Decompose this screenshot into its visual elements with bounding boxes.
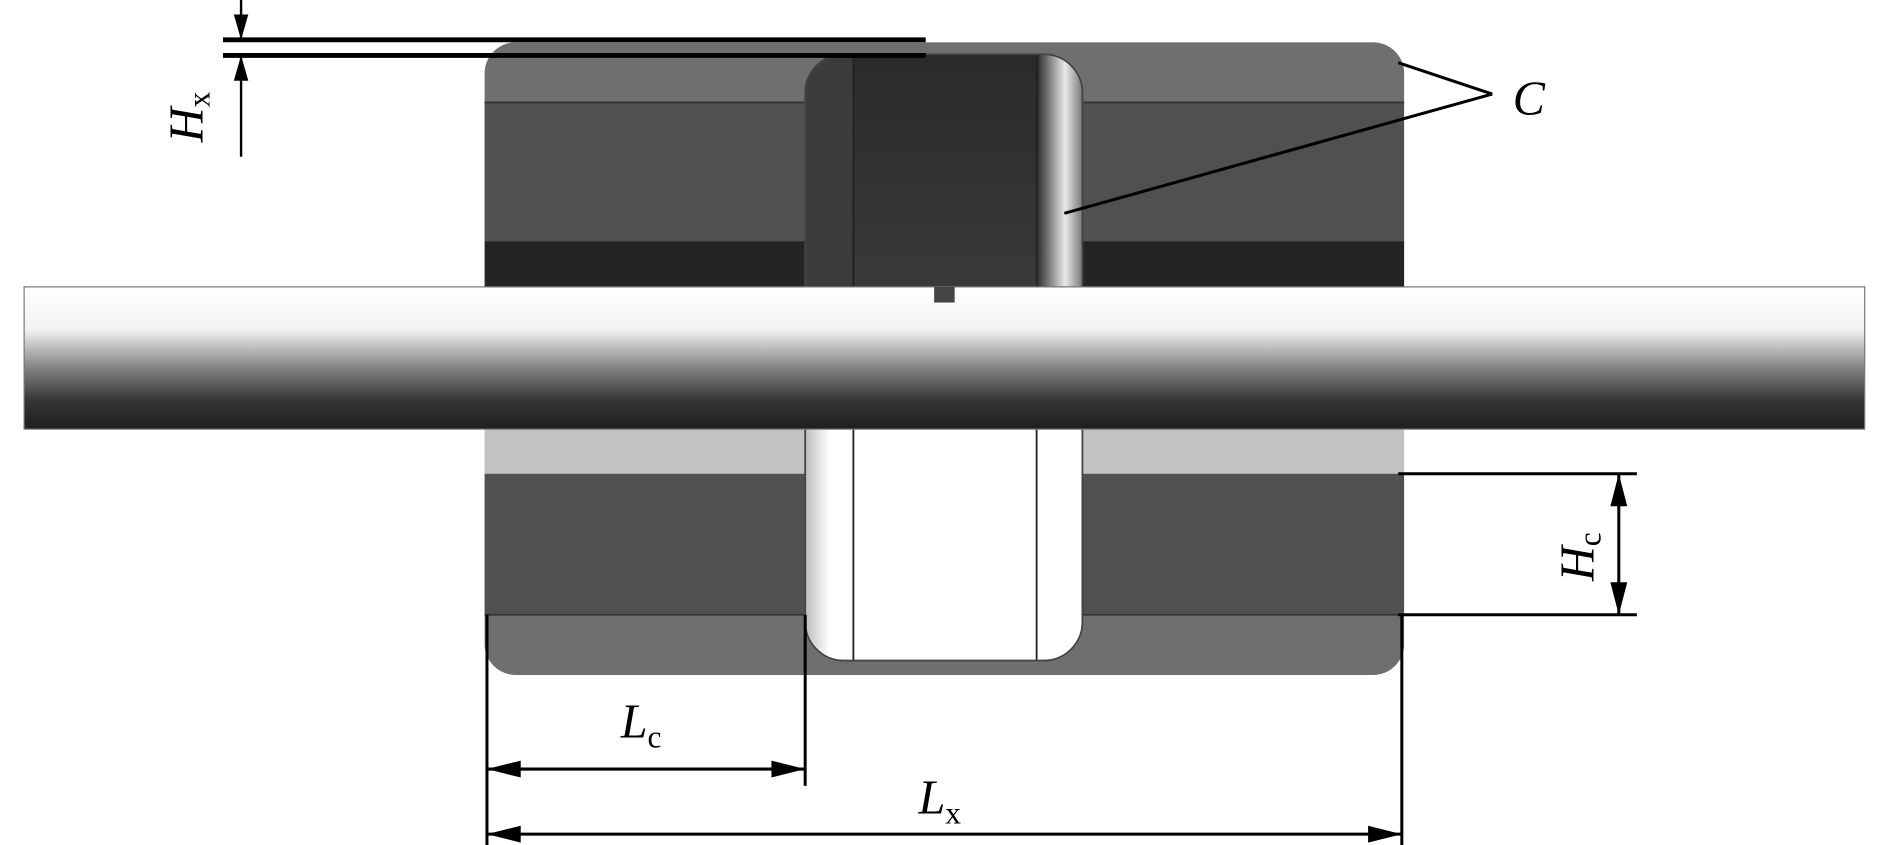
shaft-rod <box>23 286 1866 430</box>
lx-label: Lx <box>917 772 961 831</box>
rod-notch <box>934 286 955 303</box>
lc-label: Lc <box>620 696 662 755</box>
hx-label: Hx <box>161 91 217 143</box>
hx-dimension <box>222 0 926 157</box>
hc-dimension <box>1398 472 1637 617</box>
c-label: C <box>1513 73 1546 126</box>
lx-dimension <box>486 614 1404 845</box>
coil-slot <box>805 54 1083 661</box>
lc-dimension <box>485 614 807 845</box>
hc-label: Hc <box>1551 532 1607 582</box>
c-leader-lines <box>1063 61 1493 215</box>
